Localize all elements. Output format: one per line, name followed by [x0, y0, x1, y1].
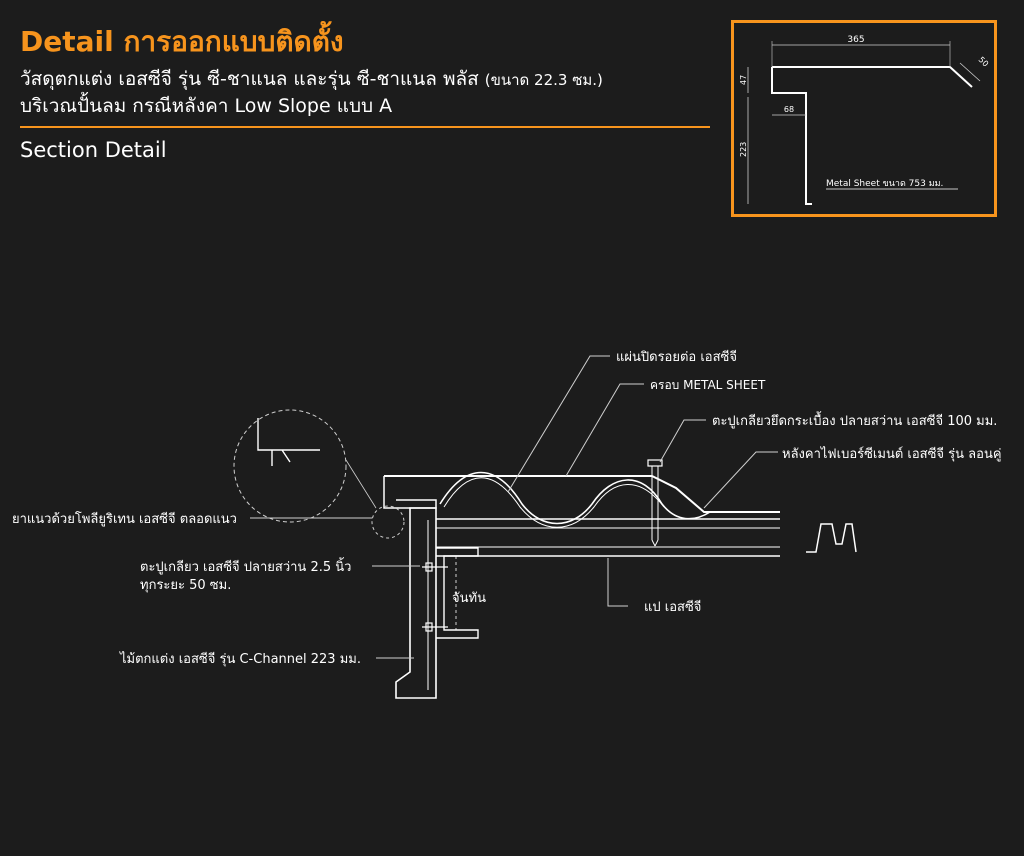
subtitle-size-note: (ขนาด 22.3 ซม.) [484, 71, 603, 89]
section-title: Section Detail [20, 138, 167, 162]
label-purlin: แป เอสซีจี [644, 599, 701, 615]
profile-drawing: 365 50 47 68 223 Metal Sheet ขนาด 753 มม… [739, 35, 990, 205]
corrugated-roof-sheet [439, 471, 711, 525]
dim-height-text: 223 [739, 142, 748, 157]
label-trim-screw-line1: ตะปูเกลียว เอสซีจี ปลายสว่าน 2.5 นิ้ว [140, 557, 351, 575]
subtitle-product: วัสดุตกแต่ง เอสซีจี รุ่น ซี-ชาแนล และรุ่… [20, 68, 479, 90]
detail-callout-circle [233, 409, 347, 523]
roof-screw [647, 459, 663, 547]
subtitle-line-1: วัสดุตกแต่ง เอสซีจี รุ่น ซี-ชาแนล และรุ่… [20, 66, 720, 93]
purlin-beam [436, 518, 780, 557]
page-subtitle: วัสดุตกแต่ง เอสซีจี รุ่น ซี-ชาแนล และรุ่… [20, 66, 720, 119]
label-sealant: ยาแนวด้วยโพลียูริเทน เอสซีจี ตลอดแนว [12, 511, 237, 527]
corrugated-roof-sheet-inner [443, 477, 665, 528]
callout-connector [345, 459, 377, 509]
subtitle-line-2: บริเวณปั้นลม กรณีหลังคา Low Slope แบบ A [20, 95, 393, 117]
c-channel-trim [395, 507, 437, 699]
rafter-bracket [436, 547, 479, 639]
detail-sealant-shape [257, 418, 320, 466]
dim-left-small-text: 47 [739, 75, 748, 85]
label-metal-cover: ครอบ METAL SHEET [650, 378, 766, 392]
sealant-location-circle [371, 505, 405, 539]
label-trim-screw-line2: ทุกระยะ 50 ซม. [140, 578, 231, 593]
dim-line-angle [959, 62, 981, 82]
label-trim: ไม้ตกแต่ง เอสซีจี รุ่น C-Channel 223 มม. [119, 651, 361, 667]
cover-edge [383, 476, 437, 509]
label-roof-screw: ตะปูเกลียวยึดกระเบื้อง ปลายสว่าน เอสซีจี… [712, 411, 997, 429]
profile-inset: 365 50 47 68 223 Metal Sheet ขนาด 753 มม… [731, 20, 997, 217]
trim-screws [422, 562, 448, 632]
dim-top-text: 365 [847, 35, 864, 45]
label-bracket: จันทัน [452, 591, 486, 606]
page-title: Detail การออกแบบติดตั้ง [20, 25, 344, 58]
header-divider [20, 126, 710, 128]
label-roof-sheet: หลังคาไฟเบอร์ซีเมนต์ เอสซีจี รุ่น ลอนคู่ [782, 446, 1002, 462]
label-flashing: แผ่นปิดรอยต่อ เอสซีจี [616, 349, 737, 365]
metal-cover [384, 475, 780, 513]
sheet-size-label: Metal Sheet ขนาด 753 มม. [826, 179, 943, 189]
cut-profile-symbol [806, 523, 857, 553]
dim-inner-text: 68 [784, 105, 794, 114]
leader-lines [250, 355, 778, 659]
